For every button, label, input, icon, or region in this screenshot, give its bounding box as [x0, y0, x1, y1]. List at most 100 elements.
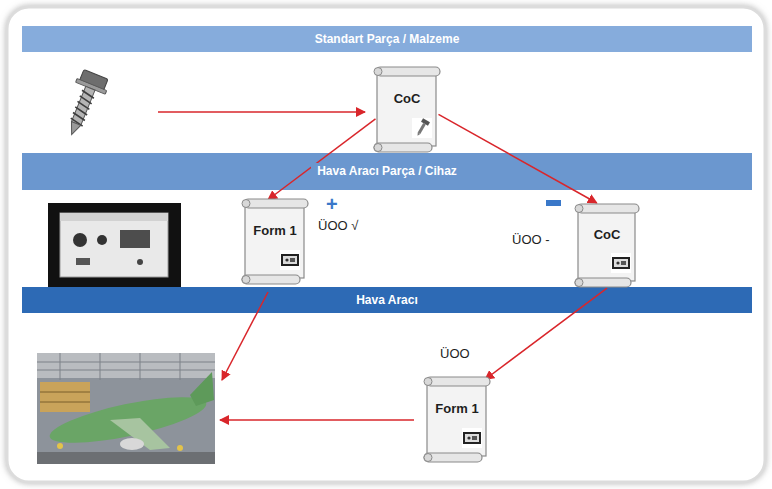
device-picture-part [120, 230, 150, 248]
document-scroll: CoC [372, 66, 442, 154]
flow-connector [485, 288, 607, 379]
scroll-curl [424, 378, 432, 386]
aircraft-photo-part [36, 352, 216, 465]
flow-connector [268, 119, 376, 200]
scroll-roll [374, 143, 432, 152]
aircraft-photo-part [40, 392, 90, 402]
device-icon-knob [285, 258, 288, 261]
band-fill [22, 26, 752, 313]
scroll-curl [424, 454, 432, 462]
aircraft-photo-part [36, 352, 216, 378]
device-icon-display [621, 261, 626, 265]
panel [7, 7, 765, 482]
lane-band: Hava Aracı Parça / Cihaz [22, 153, 752, 190]
aircraft-photo-part [46, 388, 209, 453]
screw-picture-part [70, 90, 95, 126]
device-picture-part [76, 258, 90, 265]
scroll-icon [412, 118, 432, 138]
band-fill-part [22, 153, 752, 190]
aircraft-photo-part [57, 443, 63, 449]
device-picture-part [60, 213, 168, 221]
aircraft-photo-part [110, 418, 170, 450]
document-name: Form 1 [253, 223, 296, 239]
icon-ground [280, 250, 300, 270]
lane-title: Hava Aracı Parça / Cihaz [311, 163, 463, 180]
scroll-curl [242, 200, 250, 208]
scroll-roll [424, 453, 482, 462]
device-icon-face [283, 256, 297, 264]
screw-picture [57, 68, 111, 140]
aircraft-photo-part [190, 372, 214, 406]
icon-ground [412, 118, 432, 138]
lane-band: Hava Aracı [22, 287, 752, 313]
device-picture-part [137, 259, 143, 265]
document-name: CoC [594, 227, 621, 243]
screw-picture-part [67, 122, 81, 137]
lane-title: Hava Aracı [350, 292, 424, 309]
scroll-roll [376, 67, 440, 76]
scroll-outline [573, 203, 641, 289]
device-picture-part [97, 235, 107, 245]
scroll-curl [575, 279, 583, 287]
icon-ground [611, 253, 631, 273]
panel-part [7, 7, 765, 482]
device-icon [463, 432, 481, 444]
aircraft-photo-part [177, 445, 183, 451]
screw-icon-shaft [418, 123, 426, 134]
device-icon-knob [467, 436, 470, 439]
plus-minus-symbol-part [546, 200, 561, 206]
device-icon-display [472, 436, 477, 440]
status-label: ÜOO - [512, 232, 550, 248]
scroll-outline [372, 66, 442, 154]
scroll-icon [462, 428, 482, 448]
document-name: Form 1 [435, 401, 478, 417]
scroll-body [427, 382, 486, 456]
flow-connector [439, 114, 597, 203]
status-label: ÜOO √ [318, 218, 358, 234]
device-picture-part [73, 233, 87, 247]
scroll-roll [242, 275, 300, 284]
device-icon-display [290, 258, 295, 262]
device-icon-face [614, 259, 628, 267]
scroll-curl [374, 68, 382, 76]
lane-band: Standart Parça / Malzeme [22, 26, 752, 52]
aircraft-photo-part [36, 352, 216, 465]
scroll-body [377, 72, 436, 146]
document-scroll: Form 1 [240, 198, 310, 286]
status-label: ÜOO [440, 346, 470, 362]
screw-icon-tip [416, 132, 420, 136]
flow-arrow [158, 112, 414, 420]
scroll-roll [426, 377, 490, 386]
device-icon [612, 257, 630, 269]
plus-minus-symbol [546, 200, 561, 206]
aircraft-photo-part [36, 452, 216, 465]
device-picture-part [48, 203, 181, 287]
icon-ground [462, 428, 482, 448]
device-picture [48, 203, 181, 287]
document-name: CoC [394, 91, 421, 107]
aircraft-photo-part [36, 352, 216, 380]
scroll-outline [422, 376, 492, 464]
scroll-body [578, 209, 635, 281]
device-picture-part [60, 213, 168, 277]
aircraft-photo-part [120, 438, 144, 450]
device-icon [281, 254, 299, 266]
scroll-curl [374, 144, 382, 152]
scroll-curl [575, 205, 583, 213]
scroll-roll [577, 204, 639, 213]
flow-arrow-part [222, 292, 268, 380]
scroll-roll [575, 278, 631, 287]
device-icon-face [465, 434, 479, 442]
document-scroll: Form 1 [422, 376, 492, 464]
document-scroll: CoC [573, 203, 641, 289]
scroll-body [245, 204, 304, 278]
screw-icon [414, 118, 430, 138]
scroll-curl [242, 276, 250, 284]
band-fill-part [22, 287, 752, 313]
flow-arrow-part [158, 111, 365, 113]
scroll-outline [240, 198, 310, 286]
scroll-icon [280, 250, 300, 270]
scroll-roll [244, 199, 308, 208]
